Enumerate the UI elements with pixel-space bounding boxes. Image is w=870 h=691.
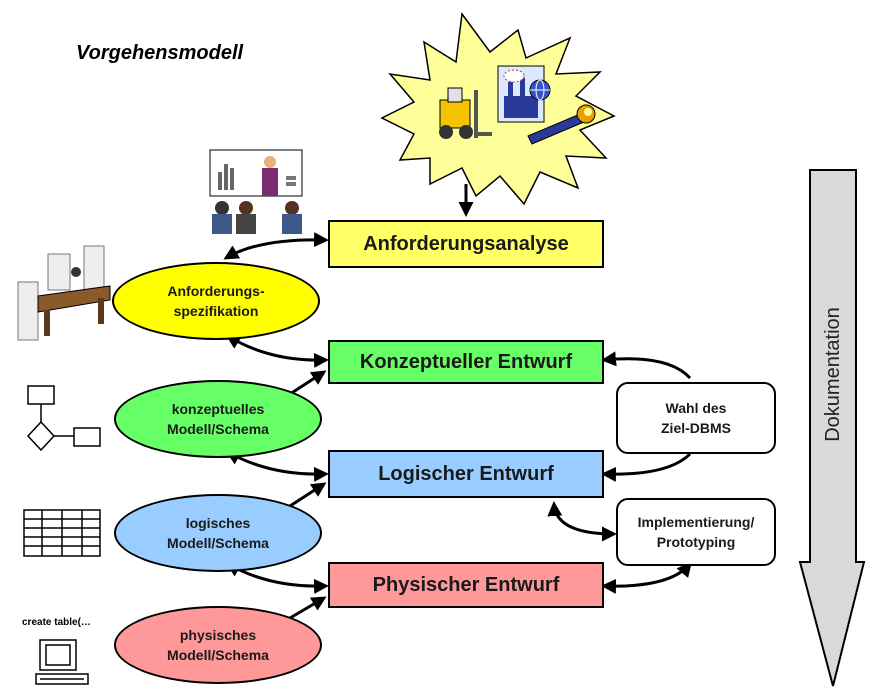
wahl-ziel-dbms-line1: Wahl des <box>665 400 727 416</box>
arrow-analysis-spec <box>223 232 329 260</box>
phase-logischer-entwurf-label: Logischer Entwurf <box>378 462 554 485</box>
arrow-konzept-ell <box>289 370 327 396</box>
documentation-label: Dokumentation <box>821 306 844 442</box>
physisch-line1: physisches <box>179 627 257 643</box>
arrow-logisch-ell <box>289 482 327 508</box>
table-grid-icon <box>23 509 101 557</box>
logisch-line2: Modell/Schema <box>167 535 269 551</box>
phase-anforderungsanalyse: Anforderungsanalyse <box>328 220 604 268</box>
code-snippet-label: create table(… <box>22 617 91 628</box>
documentation-label-wrap: Dokumentation <box>808 224 858 524</box>
factory-icon <box>497 65 545 123</box>
flowchart-icon <box>26 385 101 452</box>
implementierung-box: Implementierung/ Prototyping <box>616 498 776 566</box>
documentation-arrow <box>798 169 866 687</box>
ellipse-konzeptuelles-schema: konzeptuelles Modell/Schema <box>114 380 322 458</box>
arrow-logisch-impl <box>547 501 617 542</box>
implementierung-line1: Implementierung/ <box>637 514 755 530</box>
ellipse-anforderungsspezifikation: Anforderungs- spezifikation <box>112 262 320 340</box>
phase-konzeptueller-entwurf-label: Konzeptueller Entwurf <box>359 350 573 373</box>
spezifikation-line1: Anforderungs- <box>167 283 265 299</box>
arrow-impl-physisch <box>601 561 692 594</box>
phase-anforderungsanalyse-label: Anforderungsanalyse <box>363 232 569 255</box>
phase-physischer-entwurf: Physischer Entwurf <box>328 562 604 608</box>
wahl-ziel-dbms-line2: Ziel-DBMS <box>661 420 731 436</box>
paper-stack-desk-icon <box>17 245 111 341</box>
logisch-line1: logisches <box>185 515 251 531</box>
ellipse-logisches-schema: logisches Modell/Schema <box>114 494 322 572</box>
wrench-icon <box>527 104 596 145</box>
page-title: Vorgehensmodell <box>76 42 244 64</box>
implementierung-line2: Prototyping <box>656 534 736 550</box>
phase-konzeptueller-entwurf: Konzeptueller Entwurf <box>328 340 604 384</box>
konzeptuell-line1: konzeptuelles <box>171 401 265 417</box>
phase-logischer-entwurf: Logischer Entwurf <box>328 450 604 498</box>
phase-physischer-entwurf-label: Physischer Entwurf <box>372 573 560 596</box>
physisch-line2: Modell/Schema <box>167 647 269 663</box>
arrow-spec-konzept <box>225 334 329 368</box>
arrow-konzept-dbms <box>601 351 692 380</box>
forklift-icon <box>439 87 492 139</box>
arrow-physisch-ell <box>289 596 327 620</box>
wahl-ziel-dbms-box: Wahl des Ziel-DBMS <box>616 382 776 454</box>
arrow-dbms-logisch <box>601 452 692 482</box>
globe-icon <box>529 79 551 101</box>
presentation-icon <box>209 149 303 234</box>
computer-icon <box>35 639 89 685</box>
spezifikation-line2: spezifikation <box>173 303 259 319</box>
konzeptuell-line2: Modell/Schema <box>167 421 269 437</box>
ellipse-physisches-schema: physisches Modell/Schema <box>114 606 322 684</box>
